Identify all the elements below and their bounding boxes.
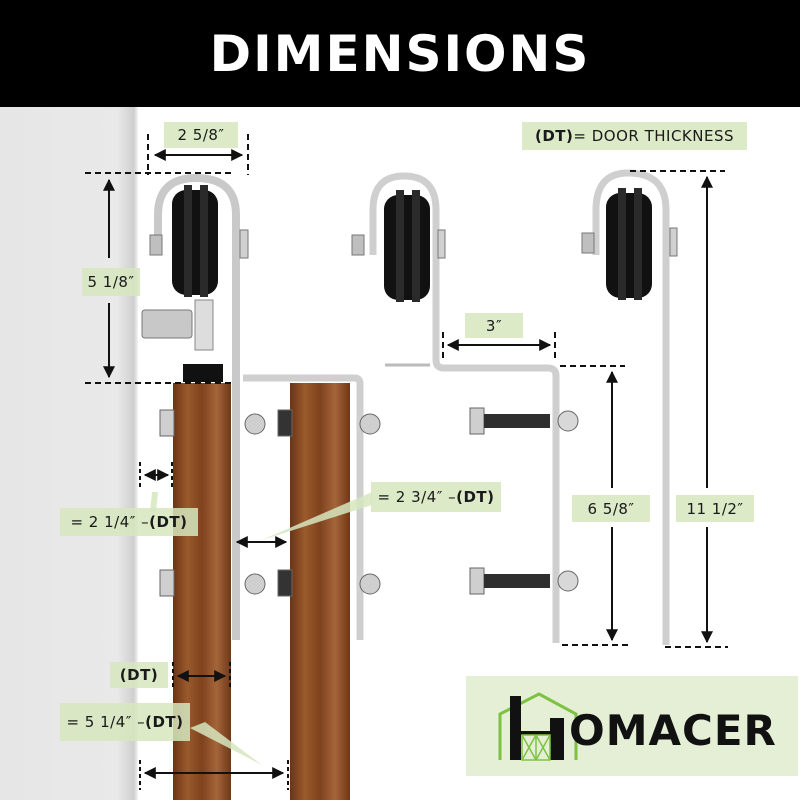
dimension-lines	[85, 134, 728, 790]
label-total-offset: = 5 1/4″ – (DT)	[60, 703, 190, 741]
roller-wheel-right	[581, 188, 678, 300]
bolts-middle	[469, 407, 579, 595]
hanger-straight	[592, 169, 670, 645]
wall-gap-dt: (DT)	[149, 513, 188, 531]
brand-name: OMACER	[569, 706, 777, 755]
total-offset-value: = 5 1/4″ –	[66, 713, 146, 731]
label-straight-height: 11 1/2″	[676, 495, 754, 522]
roller-wheel-left	[149, 185, 249, 297]
label-door-gap: = 2 3/4″ – (DT)	[371, 482, 501, 512]
door-panel-right	[290, 383, 350, 800]
page-title: DIMENSIONS	[209, 24, 591, 83]
wall-gap-value: = 2 1/4″ –	[70, 513, 150, 531]
bolts-left	[159, 409, 381, 597]
total-offset-dt: (DT)	[145, 713, 184, 731]
door-thickness-abbr: (DT)	[119, 666, 159, 684]
label-door-thickness: (DT)	[110, 662, 168, 688]
legend-text: = DOOR THICKNESS	[573, 127, 734, 145]
anti-jump-spacer	[141, 299, 223, 382]
barn-house-icon	[498, 692, 578, 761]
door-gap-dt: (DT)	[456, 488, 495, 506]
hanger-assembled	[154, 173, 364, 640]
roller-wheel-middle	[351, 190, 446, 302]
label-bolt-span: 6 5/8″	[572, 495, 650, 522]
label-hanger-height: 5 1/8″	[82, 268, 140, 296]
brand-logo: OMACER	[466, 676, 798, 776]
label-roller-width: 2 5/8″	[164, 122, 238, 148]
label-offset-3in: 3″	[465, 313, 523, 338]
hanger-offset	[369, 172, 560, 643]
header-banner: DIMENSIONS	[0, 0, 800, 107]
door-gap-value: = 2 3/4″ –	[377, 488, 457, 506]
label-wall-gap: = 2 1/4″ – (DT)	[60, 508, 198, 536]
legend-abbr: (DT)	[534, 127, 574, 145]
legend-door-thickness: (DT) = DOOR THICKNESS	[522, 122, 747, 150]
callout-pointers	[150, 492, 372, 765]
